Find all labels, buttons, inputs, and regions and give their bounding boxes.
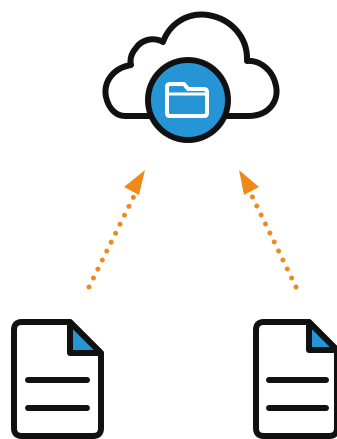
left-document-icon xyxy=(11,319,104,439)
folder-icon xyxy=(145,57,231,143)
dotted-arrow-up-right xyxy=(86,170,145,290)
right-document-icon xyxy=(253,319,337,439)
dotted-arrow-up-left xyxy=(239,170,299,290)
